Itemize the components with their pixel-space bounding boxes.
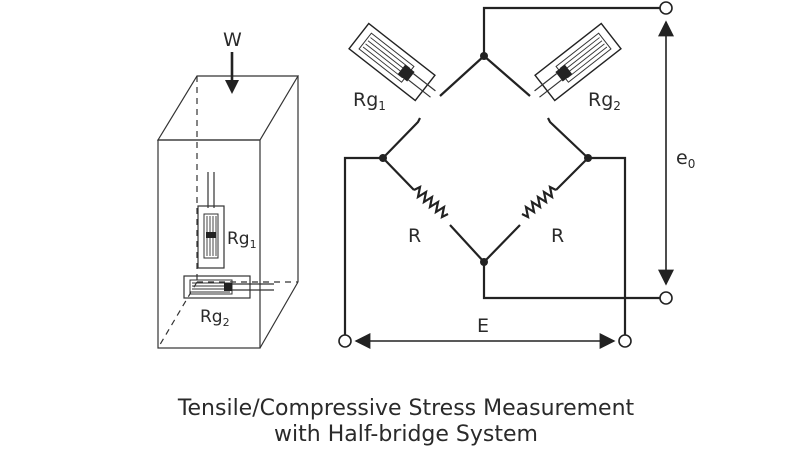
bridge-circuit: e0 E R R [338,1,695,349]
rg2-tab [224,283,232,291]
bridge-gauge-rg2 [534,22,622,102]
bridge-rg1-tab [397,64,415,82]
rg2-carrier [183,275,251,299]
block-gauge1-label: Rg1 [227,229,257,251]
resistor-left [413,185,449,219]
load-arrow-head [225,80,239,94]
bridge-rg1-lead-b [408,79,431,98]
resistor-right-label: R [551,225,564,247]
block-gauge2-label: Rg2 [200,307,230,329]
resistor-left-label: R [408,225,421,247]
rg1-grid [203,213,219,259]
bridge-rg1-grid-lines [362,37,411,79]
load-arrow: W [223,29,242,94]
load-label: W [223,29,242,51]
bridge-gauge-rg1 [348,22,436,102]
bridge-gauge2-label: Rg2 [588,89,621,113]
rg1-carrier [197,205,225,269]
bridge-rg1-lead-a [413,73,436,92]
bridge-gauge1-label: Rg1 [353,89,386,113]
block-gauge-rg2: Rg2 [183,275,274,329]
terminal-output-top [659,1,673,15]
top-node-right-wire [483,55,531,97]
terminal-output-bottom [659,291,673,305]
hidden-edge-diagonal [157,281,198,349]
resistor-right [521,185,557,219]
rg2-grid-lines [192,282,230,293]
output-label: e0 [676,147,695,171]
top-node-left-wire [439,55,485,97]
caption-line-1: Tensile/Compressive Stress Measurement [177,396,635,421]
arm-bottom-left [382,157,415,191]
wire-bottom-to-terminal [482,262,660,300]
terminal-excitation-left [338,334,352,348]
bridge-rg2-tab [555,64,573,82]
arm-top-left [382,117,421,159]
bridge-rg2-grid-lines [559,37,608,79]
terminal-excitation-right [618,334,632,348]
caption-line-2: with Half-bridge System [274,422,538,447]
excitation-label: E [477,315,489,337]
loaded-block [156,75,300,349]
wire-left-to-terminal [343,156,383,336]
arm-top-right [547,117,589,159]
wire-top-to-terminal [482,6,660,56]
bridge-rg2-lead-b [539,79,562,98]
arm-bottom-right [555,157,589,191]
block-gauge-rg1: Rg1 [197,172,257,269]
wire-right-to-terminal [588,156,627,336]
arm-bottom-left-2 [449,224,485,263]
rg1-tab [206,232,216,238]
bridge-rg2-lead-a [534,73,557,92]
block-bottom-right-edge [259,281,299,349]
arm-bottom-right-2 [483,224,521,263]
